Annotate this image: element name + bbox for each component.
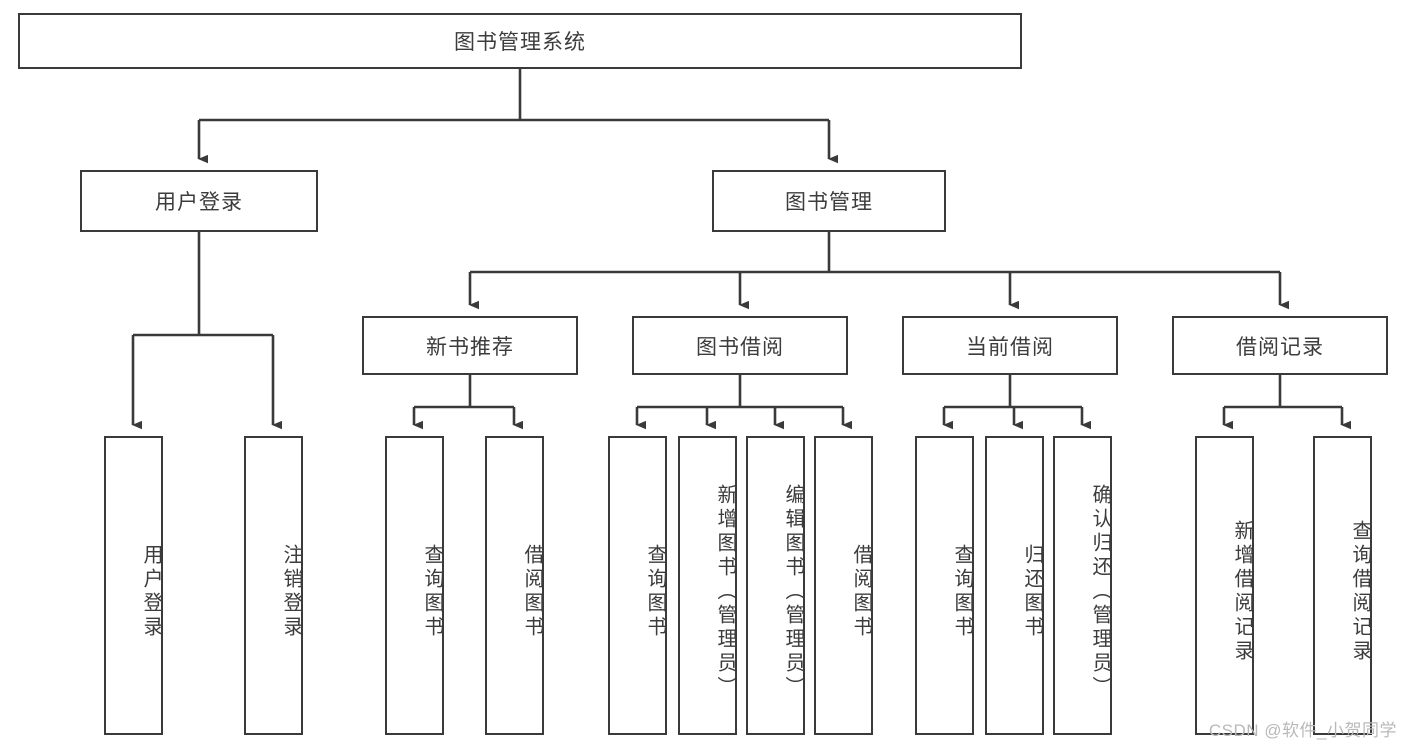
node-borrow-record[interactable]: 借阅记录 xyxy=(1172,316,1388,375)
node-root[interactable]: 图书管理系统 xyxy=(18,13,1022,69)
node-label: 查询图书 xyxy=(951,543,973,640)
node-current-borrow[interactable]: 当前借阅 xyxy=(902,316,1118,375)
node-leaf-query-book-2[interactable]: 查询图书 xyxy=(608,436,667,735)
node-leaf-query-record[interactable]: 查询借阅记录 xyxy=(1313,436,1372,735)
node-leaf-query-book-3[interactable]: 查询图书 xyxy=(915,436,974,735)
node-leaf-user-login[interactable]: 用户登录 xyxy=(104,436,163,735)
node-label: 归还图书 xyxy=(1021,543,1043,640)
node-leaf-add-record[interactable]: 新增借阅记录 xyxy=(1195,436,1254,735)
node-book-borrow[interactable]: 图书借阅 xyxy=(632,316,848,375)
node-label: 图书管理 xyxy=(785,191,873,214)
node-label: 图书借阅 xyxy=(696,335,784,359)
node-label: 当前借阅 xyxy=(966,335,1054,359)
node-label: 借阅图书 xyxy=(521,543,543,640)
node-leaf-logout[interactable]: 注销登录 xyxy=(244,436,303,735)
node-label: 借阅记录 xyxy=(1236,335,1324,359)
node-leaf-add-book[interactable]: 新增图书（管理员） xyxy=(678,436,737,735)
node-user-login[interactable]: 用户登录 xyxy=(80,170,318,232)
node-label: 查询借阅记录 xyxy=(1349,519,1371,664)
node-leaf-confirm-return[interactable]: 确认归还（管理员） xyxy=(1053,436,1112,735)
node-leaf-borrow-book-1[interactable]: 借阅图书 xyxy=(485,436,544,735)
node-new-book-recommend[interactable]: 新书推荐 xyxy=(362,316,578,375)
watermark-text: CSDN @软件_小贺同学 xyxy=(1208,721,1397,740)
node-leaf-borrow-book-2[interactable]: 借阅图书 xyxy=(814,436,873,735)
node-label: 用户登录 xyxy=(140,543,162,640)
node-book-manage[interactable]: 图书管理 xyxy=(712,170,946,232)
node-label: 用户登录 xyxy=(155,191,243,214)
node-leaf-edit-book[interactable]: 编辑图书（管理员） xyxy=(746,436,805,735)
node-leaf-return-book[interactable]: 归还图书 xyxy=(985,436,1044,735)
node-label: 查询图书 xyxy=(644,543,666,640)
node-label: 编辑图书（管理员） xyxy=(782,483,804,700)
node-label: 新增借阅记录 xyxy=(1231,519,1253,664)
node-label: 注销登录 xyxy=(280,543,302,640)
node-label: 图书管理系统 xyxy=(454,31,586,54)
node-label: 新增图书（管理员） xyxy=(714,483,736,700)
node-label: 新书推荐 xyxy=(426,335,514,359)
node-leaf-query-book-1[interactable]: 查询图书 xyxy=(385,436,444,735)
node-label: 借阅图书 xyxy=(850,543,872,640)
node-label: 确认归还（管理员） xyxy=(1089,483,1111,700)
node-label: 查询图书 xyxy=(421,543,443,640)
